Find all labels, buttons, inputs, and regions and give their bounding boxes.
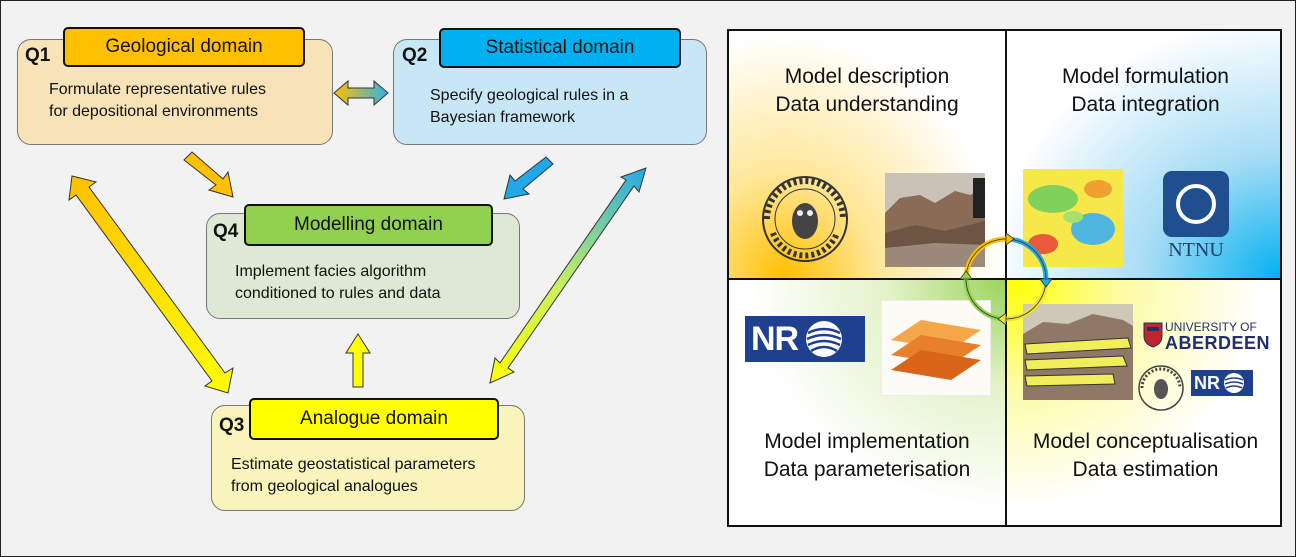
nr-logo-wave-icon (806, 321, 843, 357)
quadrant-model-formulation: Model formulation Data integration NTNU (1006, 31, 1280, 279)
aberdeen-logo: UNIVERSITY OF ABERDEEN (1143, 318, 1271, 353)
quadrant-tl-title: Model description Data understanding (729, 63, 1005, 119)
q1-description-line2: for depositional environments (49, 103, 259, 120)
q3-domain-label: Analogue domain (249, 398, 499, 440)
quadrant-tl-line2: Data understanding (775, 93, 959, 116)
quadrant-br-line2: Data estimation (1072, 458, 1219, 481)
small-nr-logo: NR (1191, 370, 1253, 396)
small-university-seal-icon (1138, 365, 1184, 411)
q1-to-q4-arrow (183, 151, 234, 198)
q4-domain-label: Modelling domain (244, 204, 493, 246)
q4-description-line2: conditioned to rules and data (235, 285, 441, 302)
q3-description: Estimate geostatistical parameters from … (231, 454, 476, 498)
q1-description-line1: Formulate representative rules (49, 81, 266, 98)
q4-number: Q4 (213, 221, 239, 242)
q1-q2-double-arrow (333, 79, 389, 107)
q3-number: Q3 (219, 415, 245, 436)
quadrant-tr-line2: Data integration (1071, 93, 1220, 116)
annotated-outcrop-image (1023, 304, 1133, 400)
quadrant-bl-title: Model implementation Data parameterisati… (729, 428, 1005, 484)
ntnu-logo (1163, 171, 1229, 237)
small-nr-wave-icon (1224, 373, 1244, 393)
quadrant-br-title: Model conceptualisation Data estimation (1007, 428, 1280, 484)
q3-to-q4-arrow (345, 333, 371, 388)
q1-description: Formulate representative rules for depos… (49, 79, 266, 123)
quadrant-tr-title: Model formulation Data integration (1007, 63, 1280, 119)
q4-description-line1: Implement facies algorithm (235, 263, 427, 280)
q2-description-line2: Bayesian framework (430, 109, 575, 126)
nr-logo-text: NR (751, 319, 799, 358)
ntnu-logo-circle (1176, 184, 1216, 224)
q3-description-line1: Estimate geostatistical parameters (231, 456, 476, 473)
q1-number: Q1 (25, 45, 51, 66)
q3-description-line2: from geological analogues (231, 478, 418, 495)
university-seal-icon (762, 176, 848, 262)
q2-number: Q2 (402, 45, 428, 66)
q1-domain-label: Geological domain (63, 27, 305, 67)
quadrant-model-description: Model description Data understanding (729, 31, 1006, 279)
q2-to-q4-arrow (503, 156, 554, 200)
aberdeen-crest-icon (1143, 322, 1163, 348)
q4-description: Implement facies algorithm conditioned t… (235, 261, 440, 305)
quadrant-tr-line1: Model formulation (1062, 65, 1229, 88)
small-nr-logo-text: NR (1194, 372, 1220, 393)
arrows-layer (68, 79, 647, 394)
nr-logo: NR (745, 316, 865, 362)
quadrant-panel: Model description Data understanding (727, 29, 1282, 527)
quadrant-tl-line1: Model description (784, 65, 950, 88)
facies-heatmap-image (1023, 169, 1123, 267)
q2-q3-double-arrow (489, 167, 647, 384)
quadrant-model-implementation: NR Model implementation Data parameteris… (729, 279, 1006, 525)
aberdeen-line1: UNIVERSITY OF (1165, 320, 1257, 334)
q2-description: Specify geological rules in a Bayesian f… (430, 85, 628, 129)
q2-domain-label: Statistical domain (439, 28, 681, 68)
cycle-arrows-icon (960, 233, 1052, 325)
aberdeen-line2: ABERDEEN (1165, 333, 1271, 353)
q2-description-line1: Specify geological rules in a (430, 87, 629, 104)
quadrant-br-line1: Model conceptualisation (1032, 430, 1259, 453)
quadrant-model-conceptualisation: UNIVERSITY OF ABERDEEN NR Model conceptu… (1006, 279, 1280, 525)
quadrant-bl-line1: Model implementation (764, 430, 970, 453)
rock-outcrop-image (885, 173, 985, 267)
quadrant-bl-line2: Data parameterisation (763, 458, 971, 481)
q1-q3-double-arrow (68, 175, 234, 394)
ntnu-logo-text: NTNU (1168, 239, 1224, 261)
facies-layers-image (881, 300, 991, 396)
